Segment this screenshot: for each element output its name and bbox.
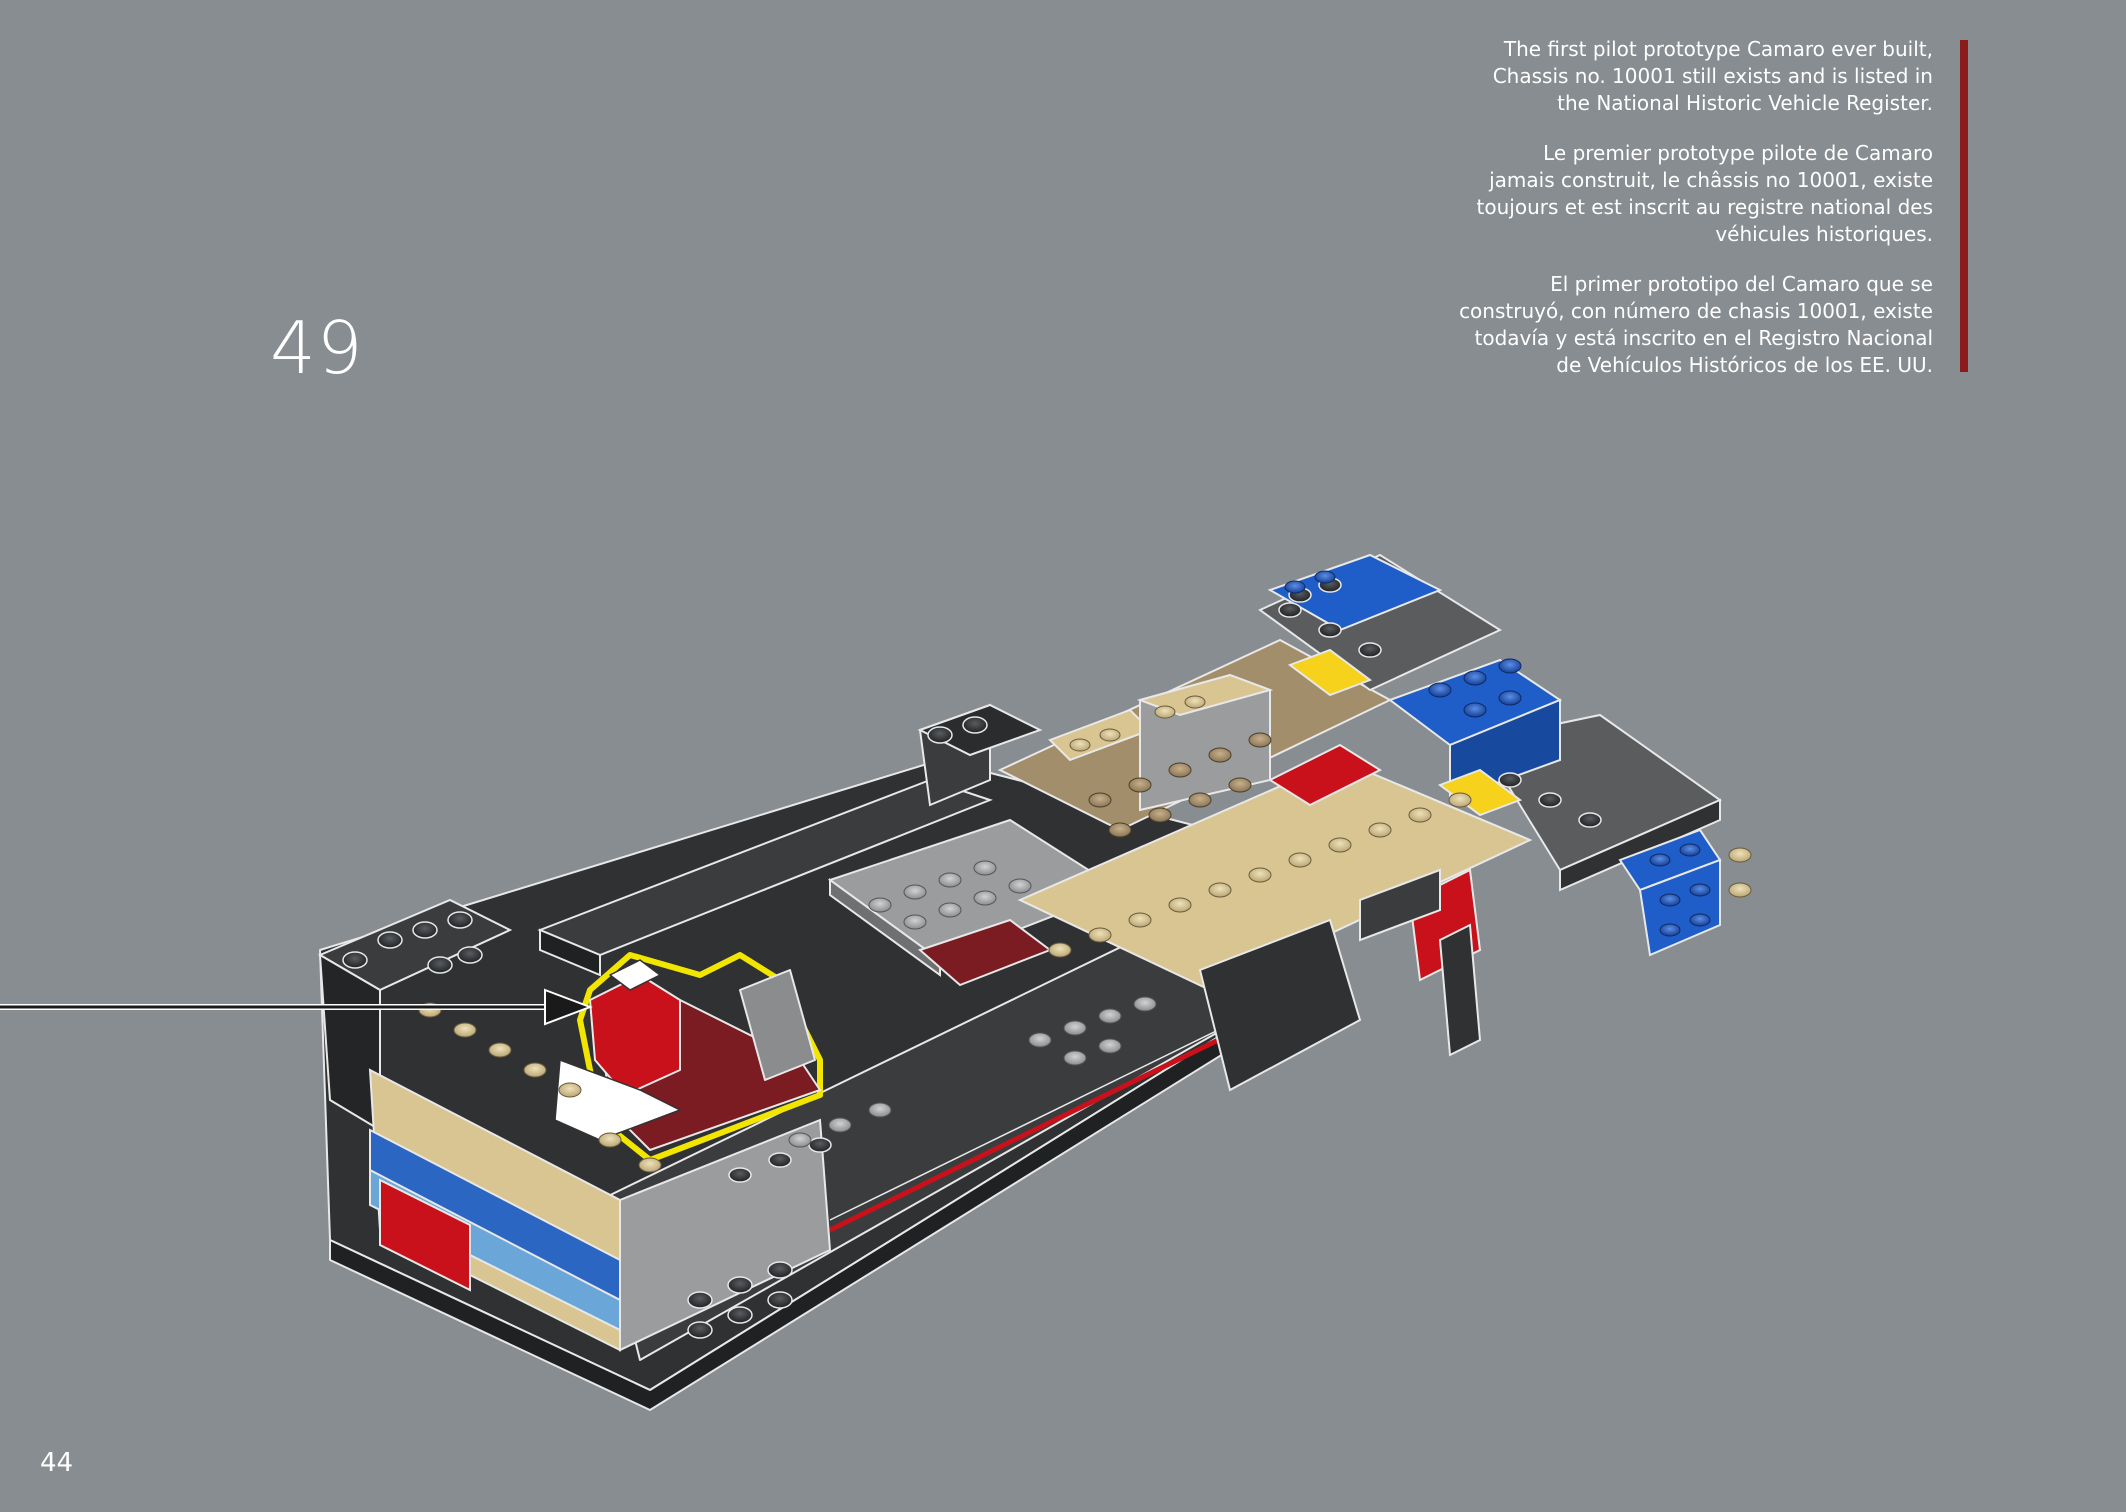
info-text-spanish: El primer prototipo del Camaro que se co…: [1459, 272, 1933, 377]
rear-technic-bricks: [368, 1068, 832, 1352]
highlighted-new-parts: [554, 952, 823, 1163]
studs-tan: [418, 695, 1752, 1173]
info-text-english: The first pilot prototype Camaro ever bu…: [1492, 37, 1933, 115]
studs-dark: [342, 577, 1602, 1339]
accent-bar: [1960, 40, 1968, 372]
studs-dark-tan: [1088, 732, 1272, 838]
studs-blue: [1284, 570, 1711, 937]
step-number: 49: [270, 306, 364, 390]
page-number: 44: [40, 1448, 74, 1478]
front-technic-beam: [1198, 868, 1482, 1092]
callout-arrow-icon: [0, 988, 593, 1026]
info-text-french: Le premier prototype pilote de Camaro ja…: [1476, 141, 1933, 246]
left-rail: [537, 778, 993, 977]
studs-light-grey: [788, 860, 1157, 1148]
info-text-block: The first pilot prototype Camaro ever bu…: [1413, 36, 1933, 402]
